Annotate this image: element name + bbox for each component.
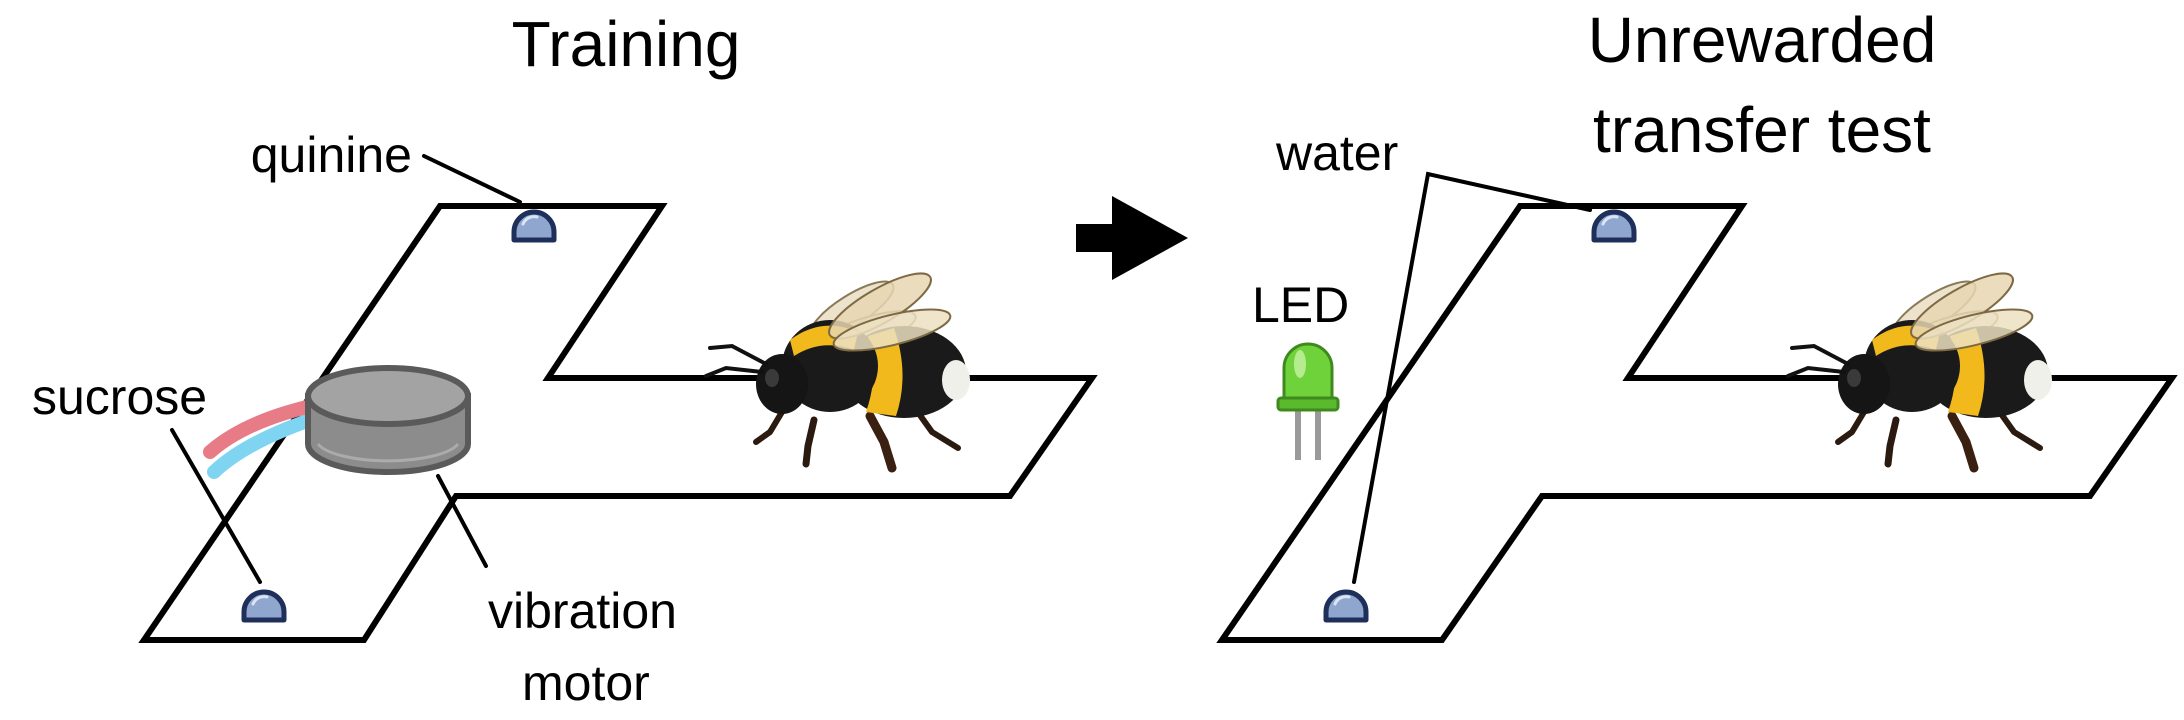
- quinine-leader: [422, 154, 522, 204]
- right-arrow-icon: [1076, 196, 1188, 280]
- sucrose-tube-red: [203, 397, 327, 459]
- vibration-label-line1: vibration: [488, 583, 677, 639]
- sucrose-label: sucrose: [32, 369, 207, 425]
- water-dispenser-top-icon: [1594, 212, 1634, 240]
- test-maze: [1216, 203, 2178, 643]
- vibration-leader: [436, 474, 488, 568]
- water-dispenser-bottom-icon: [1326, 592, 1366, 620]
- test-title-line2: transfer test: [1593, 94, 1931, 166]
- led-label: LED: [1252, 277, 1349, 333]
- water-leader: [1352, 171, 1592, 584]
- training-maze: [138, 203, 1098, 643]
- training-panel: Training quinine sucrose vibration motor: [32, 8, 1098, 711]
- quinine-label: quinine: [251, 127, 412, 183]
- quinine-dispenser-icon: [514, 212, 554, 240]
- sucrose-dispenser-icon: [244, 592, 284, 620]
- water-label: water: [1275, 125, 1398, 181]
- test-panel: Unrewarded transfer test water LED: [1216, 4, 2178, 643]
- test-title-line1: Unrewarded: [1588, 4, 1937, 76]
- led-icon: [1276, 342, 1340, 460]
- sucrose-leader: [170, 428, 262, 584]
- vibration-motor-icon: [305, 365, 471, 475]
- vibration-label-line2: motor: [522, 655, 650, 711]
- training-title: Training: [512, 8, 741, 80]
